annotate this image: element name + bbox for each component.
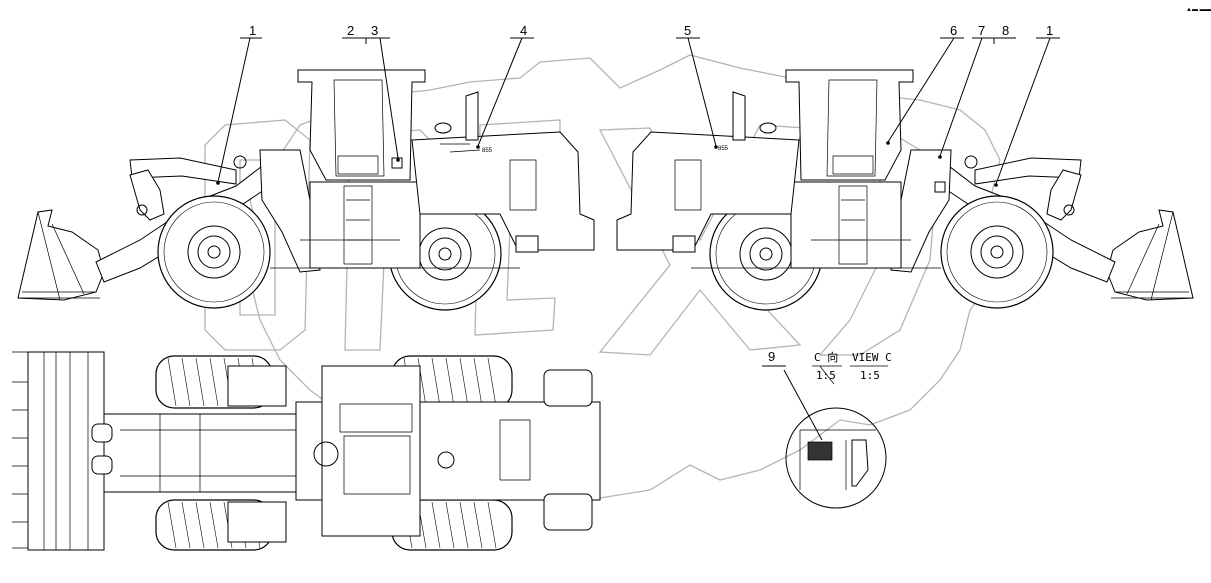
- callouts: 1 2 3 4 5 6 7 8 1 9: [216, 23, 1060, 367]
- callout-1-left: 1: [249, 23, 256, 38]
- view-label-en: VIEW C: [852, 351, 892, 364]
- decal-7: [934, 181, 946, 193]
- corner-mark: ▲▬ ▬▬▬: [1186, 7, 1211, 13]
- side-view-right: [616, 69, 1194, 311]
- decal-3: [391, 157, 403, 169]
- callout-8: 8: [1002, 23, 1009, 38]
- decal-9-detail: [807, 441, 833, 461]
- view-c-detail: [783, 369, 887, 509]
- callout-7: 7: [978, 23, 985, 38]
- side-view-left: 855: [17, 69, 595, 311]
- hood-logo-left: 855: [482, 148, 493, 154]
- top-view: [12, 351, 601, 551]
- callout-4: 4: [520, 23, 527, 38]
- callout-1-right: 1: [1046, 23, 1053, 38]
- view-scale-cn: 1:5: [816, 369, 836, 382]
- callout-5: 5: [684, 23, 691, 38]
- callout-6: 6: [950, 23, 957, 38]
- callout-9: 9: [768, 349, 775, 364]
- view-scale-en: 1:5: [860, 369, 880, 382]
- callout-3: 3: [371, 23, 378, 38]
- view-label-cn: C 向: [814, 350, 838, 364]
- hood-logo-right: 855: [718, 146, 729, 152]
- callout-2: 2: [347, 23, 354, 38]
